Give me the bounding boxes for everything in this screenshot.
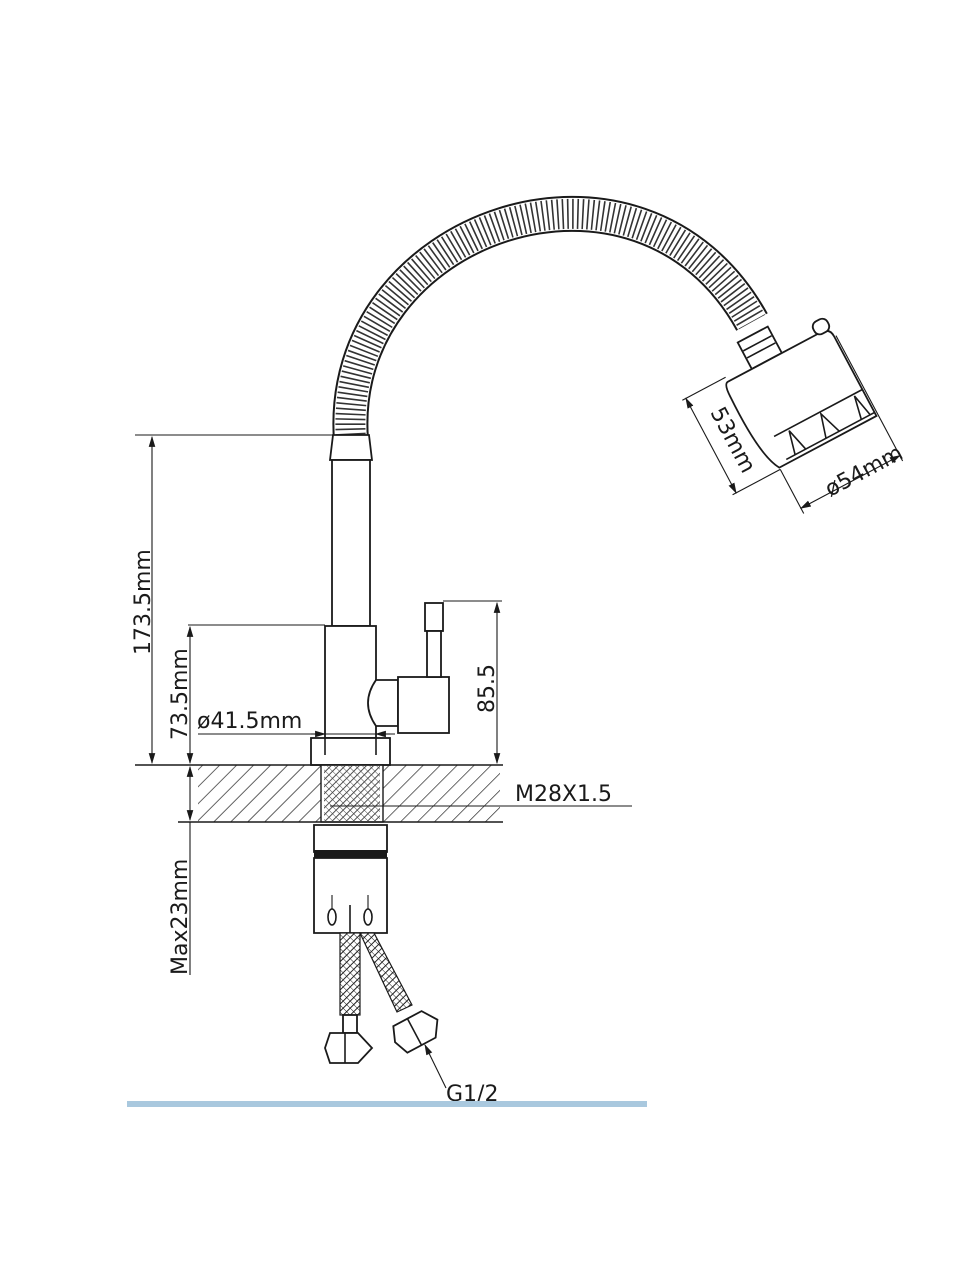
hex-nut-right: [392, 1010, 439, 1054]
body-height-label: 73.5mm: [168, 648, 193, 740]
countertop-section: [135, 764, 503, 823]
mounting-assembly: [313, 824, 388, 934]
hex-nut-left: [324, 1032, 374, 1064]
spray-head: [682, 317, 904, 514]
head-diameter-label: ø54mm: [821, 441, 907, 503]
handle-height-label: 85.5: [475, 664, 500, 713]
baseline-bar: [127, 1101, 647, 1107]
faucet-body: [310, 434, 450, 766]
base-diameter-label: ø41.5mm: [197, 709, 302, 734]
max-countertop-label: Max23mm: [168, 859, 193, 975]
flexible-spout: [332, 196, 768, 442]
thread-label: M28X1.5: [515, 782, 612, 807]
dimension-lines: [135, 434, 632, 1089]
supply-hoses: [324, 932, 439, 1064]
total-height-label: 173.5mm: [131, 549, 156, 655]
